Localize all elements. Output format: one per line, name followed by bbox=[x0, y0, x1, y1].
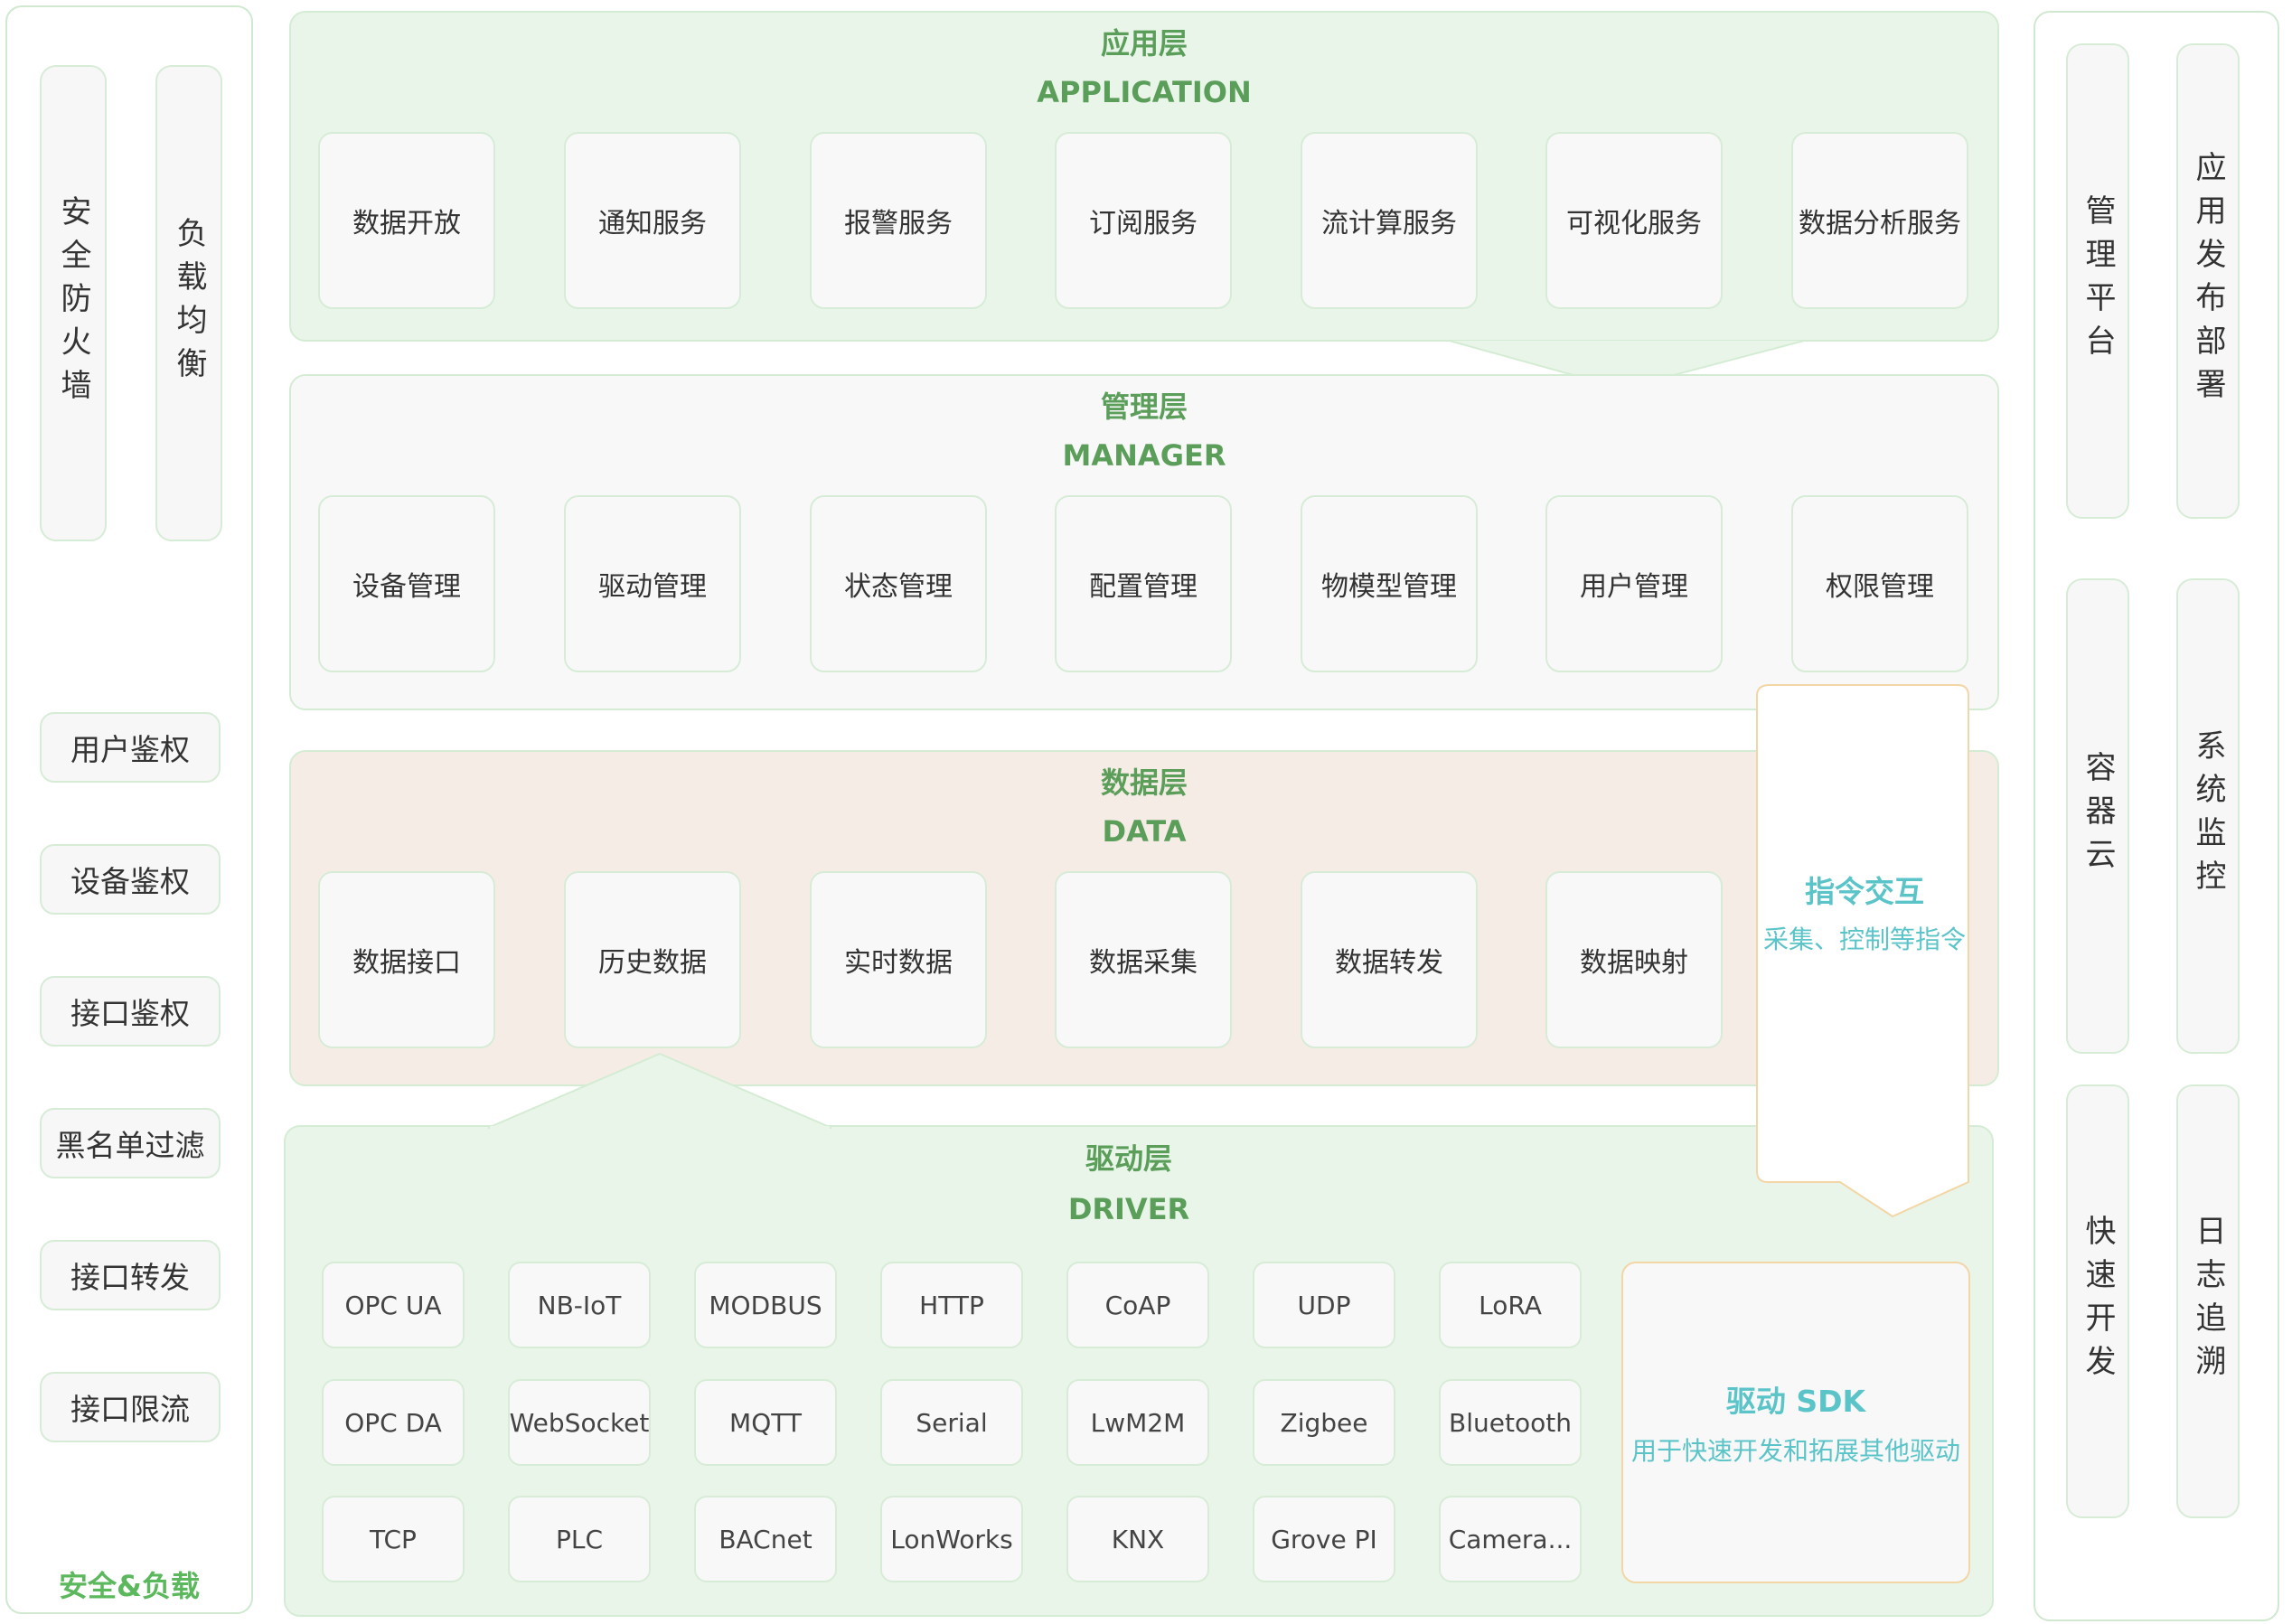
driver-chip: Bluetooth bbox=[1439, 1379, 1582, 1466]
driver-chip: OPC UA bbox=[322, 1262, 465, 1348]
driver-chip: OPC DA bbox=[322, 1379, 465, 1466]
load-balance-pill: 负载均衡 bbox=[155, 65, 222, 541]
log-trace-label: 日志追溯 bbox=[2190, 1215, 2226, 1388]
manager-card: 用户管理 bbox=[1545, 495, 1723, 672]
driver-chip: Grove PI bbox=[1253, 1496, 1395, 1582]
manager-card: 权限管理 bbox=[1791, 495, 1968, 672]
driver-chip: MODBUS bbox=[694, 1262, 837, 1348]
container-cloud-label: 容器云 bbox=[2080, 751, 2116, 881]
command-title: 指令交互 bbox=[1805, 874, 1924, 909]
app-manager-arrow bbox=[1446, 340, 1808, 390]
driver-chip: CoAP bbox=[1066, 1262, 1209, 1348]
manager-card: 设备管理 bbox=[318, 495, 495, 672]
app-card: 流计算服务 bbox=[1301, 132, 1478, 309]
data-title-cn: 数据层 bbox=[1100, 765, 1188, 800]
driver-data-arrow bbox=[488, 1052, 831, 1130]
app-card: 订阅服务 bbox=[1055, 132, 1232, 309]
manager-card: 状态管理 bbox=[810, 495, 987, 672]
driver-title-en: DRIVER bbox=[1067, 1192, 1190, 1226]
command-text: 指令交互 采集、控制等指令 bbox=[1762, 868, 1967, 962]
log-trace-pill: 日志追溯 bbox=[2176, 1084, 2240, 1518]
rapid-dev-label: 快速开发 bbox=[2080, 1215, 2116, 1388]
management-platform-label: 管理平台 bbox=[2080, 194, 2116, 368]
blacklist-item: 黑名单过滤 bbox=[40, 1108, 221, 1178]
app-deploy-label: 应用发布部署 bbox=[2190, 151, 2226, 411]
app-card: 通知服务 bbox=[564, 132, 741, 309]
data-card: 数据映射 bbox=[1545, 871, 1723, 1048]
system-monitor-pill: 系统监控 bbox=[2176, 578, 2240, 1054]
application-title-cn: 应用层 bbox=[1100, 26, 1188, 61]
driver-chip: WebSocket bbox=[508, 1379, 651, 1466]
manager-title-en: MANAGER bbox=[1062, 438, 1226, 473]
driver-chip: PLC bbox=[508, 1496, 651, 1582]
manager-card: 物模型管理 bbox=[1301, 495, 1478, 672]
data-title-en: DATA bbox=[1102, 814, 1187, 849]
driver-chip: BACnet bbox=[694, 1496, 837, 1582]
driver-chip: Zigbee bbox=[1253, 1379, 1395, 1466]
app-card: 数据分析服务 bbox=[1791, 132, 1968, 309]
firewall-pill: 安全防火墙 bbox=[40, 65, 107, 541]
driver-sdk-subtitle: 用于快速开发和拓展其他驱动 bbox=[1630, 1436, 1960, 1466]
data-card: 数据转发 bbox=[1301, 871, 1478, 1048]
driver-chip: LwM2M bbox=[1066, 1379, 1209, 1466]
driver-sdk-title: 驱动 SDK bbox=[1725, 1384, 1866, 1419]
application-title-en: APPLICATION bbox=[1037, 75, 1252, 109]
firewall-label: 安全防火墙 bbox=[55, 194, 91, 412]
data-card: 实时数据 bbox=[810, 871, 987, 1048]
data-card: 数据接口 bbox=[318, 871, 495, 1048]
driver-chip: UDP bbox=[1253, 1262, 1395, 1348]
driver-chip: TCP bbox=[322, 1496, 465, 1582]
driver-chip: KNX bbox=[1066, 1496, 1209, 1582]
driver-chip: HTTP bbox=[880, 1262, 1023, 1348]
api-auth-item: 接口鉴权 bbox=[40, 976, 221, 1047]
rapid-dev-pill: 快速开发 bbox=[2066, 1084, 2129, 1518]
app-card: 报警服务 bbox=[810, 132, 987, 309]
data-card: 数据采集 bbox=[1055, 871, 1232, 1048]
user-auth-item: 用户鉴权 bbox=[40, 712, 221, 783]
system-monitor-label: 系统监控 bbox=[2190, 729, 2226, 903]
data-card: 历史数据 bbox=[564, 871, 741, 1048]
command-subtitle: 采集、控制等指令 bbox=[1762, 925, 1966, 954]
manager-title-cn: 管理层 bbox=[1100, 390, 1188, 424]
app-deploy-pill: 应用发布部署 bbox=[2176, 43, 2240, 519]
app-card: 数据开放 bbox=[318, 132, 495, 309]
manager-card: 配置管理 bbox=[1055, 495, 1232, 672]
api-forward-item: 接口转发 bbox=[40, 1240, 221, 1310]
driver-chip: LoRA bbox=[1439, 1262, 1582, 1348]
api-ratelimit-item: 接口限流 bbox=[40, 1372, 221, 1442]
driver-title-cn: 驱动层 bbox=[1085, 1141, 1172, 1176]
driver-chip: Camera... bbox=[1439, 1496, 1582, 1582]
command-arrow-box bbox=[1756, 684, 1969, 1218]
container-cloud-pill: 容器云 bbox=[2066, 578, 2129, 1054]
load-balance-label: 负载均衡 bbox=[171, 216, 207, 390]
app-card: 可视化服务 bbox=[1545, 132, 1723, 309]
manager-card: 驱动管理 bbox=[564, 495, 741, 672]
driver-chip: LonWorks bbox=[880, 1496, 1023, 1582]
driver-chip: Serial bbox=[880, 1379, 1023, 1466]
left-footer-label: 安全&负载 bbox=[59, 1569, 200, 1603]
driver-chip: NB-IoT bbox=[508, 1262, 651, 1348]
driver-sdk-box: 驱动 SDK 用于快速开发和拓展其他驱动 bbox=[1621, 1262, 1970, 1583]
management-platform-pill: 管理平台 bbox=[2066, 43, 2129, 519]
driver-chip: MQTT bbox=[694, 1379, 837, 1466]
device-auth-item: 设备鉴权 bbox=[40, 844, 221, 915]
